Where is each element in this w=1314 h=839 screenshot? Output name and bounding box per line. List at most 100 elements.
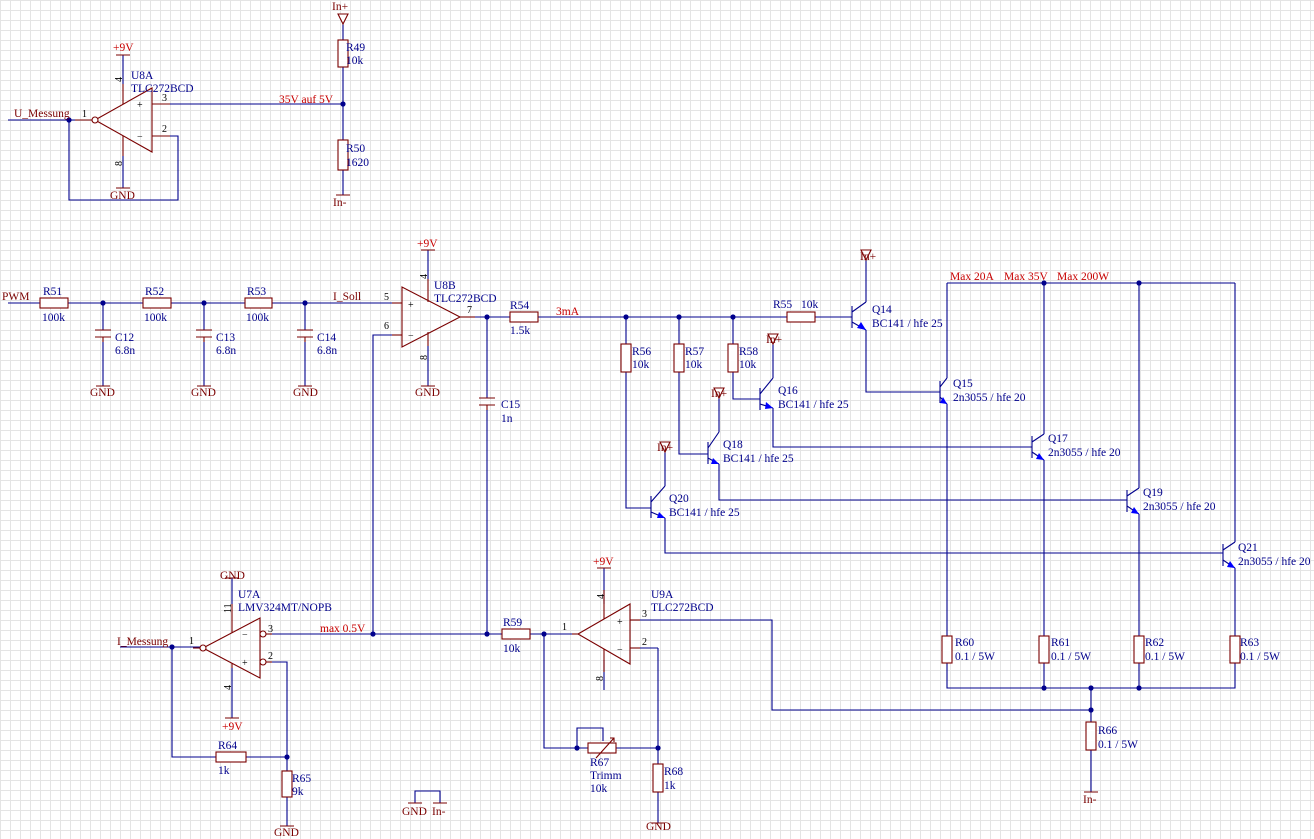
plus9v-label-u9a: +9V — [593, 556, 614, 568]
opamp-u8b: + − 5 6 7 4 8 U8B TLC272BCD — [384, 274, 497, 360]
inplus-label-q20: In+ — [657, 442, 673, 454]
inplus-label-q14: In+ — [860, 251, 876, 263]
net-max-20a: Max 20A — [950, 271, 994, 283]
r49-value: 10k — [346, 55, 364, 67]
q16-value: BC141 / hfe 25 — [778, 399, 849, 411]
r52-ref: R52 — [145, 286, 164, 298]
r60-ref: R60 — [955, 637, 974, 649]
q17-ref: Q17 — [1048, 433, 1068, 445]
resistor-labels: R49 10k R50 1620 R51 100k R52 100k R53 1… — [42, 42, 1280, 798]
q20-value: BC141 / hfe 25 — [669, 507, 740, 519]
transistor-q14 — [851, 301, 867, 331]
resistor-r65 — [281, 770, 293, 798]
gnd-label-u8a: GND — [110, 190, 135, 202]
u8a-pin3: 3 — [162, 93, 167, 104]
r66-ref: R66 — [1098, 725, 1117, 737]
resistor-r55 — [786, 311, 816, 323]
r62-ref: R62 — [1145, 637, 1164, 649]
r49-ref: R49 — [346, 42, 365, 54]
q16-ref: Q16 — [778, 385, 798, 397]
r67-ref: R67 — [590, 757, 609, 769]
u8a-pin4: 4 — [114, 77, 125, 82]
inminus-label-link: In- — [432, 806, 446, 818]
r64-value: 1k — [218, 765, 230, 777]
q21-value: 2n3055 / hfe 20 — [1238, 556, 1311, 568]
r53-value: 100k — [246, 312, 269, 324]
transistor-q19 — [1126, 487, 1140, 515]
u7a-pin11: 11 — [223, 603, 234, 613]
r65-value: 9k — [292, 786, 304, 798]
u7a-minus-sign: − — [242, 630, 248, 641]
u8b-pin4: 4 — [419, 274, 430, 279]
opamp-u9a: + − 1 3 2 4 8 U9A TLC272BCD — [562, 589, 714, 681]
inplus-q18 — [713, 387, 725, 400]
u8a-ref: U8A — [131, 70, 154, 82]
transistor-q20 — [650, 485, 666, 519]
net-pwm: PWM — [2, 291, 29, 303]
resistor-r61 — [1038, 635, 1050, 664]
transistor-q16 — [759, 377, 774, 410]
resistor-r57 — [673, 343, 685, 373]
u8a-plus-sign: + — [137, 100, 143, 111]
r55-value: 10k — [801, 299, 819, 311]
capacitor-c12 — [95, 329, 111, 338]
u8b-pin7: 7 — [467, 305, 472, 316]
resistor-r64 — [215, 751, 247, 763]
u8a-pin8: 8 — [114, 161, 125, 166]
gnd-label-link: GND — [402, 806, 427, 818]
wires — [8, 24, 1236, 826]
gnd-label-u8b: GND — [415, 387, 440, 399]
r51-value: 100k — [42, 312, 65, 324]
transistor-q17 — [1031, 433, 1045, 461]
q19-ref: Q19 — [1143, 487, 1163, 499]
net-3ma: 3mA — [556, 306, 580, 318]
inplus-q20 — [659, 441, 671, 454]
resistor-r49 — [337, 39, 349, 68]
resistor-r62 — [1133, 635, 1145, 664]
resistor-r50 — [337, 139, 349, 171]
u8a-pin2: 2 — [162, 124, 167, 135]
u9a-pin8: 8 — [595, 676, 606, 681]
r60-value: 0.1 / 5W — [955, 651, 995, 663]
u8b-pin8: 8 — [419, 355, 430, 360]
inplus-label-r49: In+ — [332, 1, 348, 13]
net-i-messung: I_Messung — [117, 636, 168, 648]
u8b-plus-sign: + — [408, 300, 414, 311]
u8b-pin5: 5 — [384, 292, 389, 303]
c12-ref: C12 — [115, 332, 134, 344]
r50-value: 1620 — [346, 157, 369, 169]
resistors — [39, 39, 1241, 798]
capacitor-c14 — [297, 329, 313, 338]
q17-value: 2n3055 / hfe 20 — [1048, 447, 1121, 459]
gnd-label-r68: GND — [646, 821, 671, 833]
r59-ref: R59 — [503, 617, 522, 629]
resistor-r68 — [652, 763, 664, 793]
u7a-pin3: 3 — [268, 624, 273, 635]
r62-value: 0.1 / 5W — [1145, 651, 1185, 663]
r51-ref: R51 — [43, 286, 62, 298]
r61-value: 0.1 / 5W — [1051, 651, 1091, 663]
r54-ref: R54 — [510, 300, 529, 312]
transistor-q15 — [939, 377, 948, 405]
net-u-messung: U_Messung — [14, 108, 70, 120]
r66-value: 0.1 / 5W — [1098, 739, 1138, 751]
r65-ref: R65 — [292, 773, 311, 785]
u7a-pin4: 4 — [223, 685, 234, 690]
power-symbols: In+ In+ In+ In+ In+ +9V +9V +9V +9V GND … — [90, 1, 1098, 839]
c13-value: 6.8n — [216, 345, 236, 357]
u9a-minus-sign: − — [617, 645, 623, 656]
r56-value: 10k — [632, 359, 650, 371]
u7a-pin2: 2 — [268, 651, 273, 662]
transistor-q21 — [1222, 541, 1236, 569]
q14-ref: Q14 — [872, 304, 892, 316]
plus9v-label-u8a: +9V — [113, 42, 134, 54]
u9a-ref: U9A — [651, 589, 674, 601]
u8b-value: TLC272BCD — [434, 293, 497, 305]
r67-value: Trimm — [590, 770, 622, 782]
plus9v-label-u8b: +9V — [417, 238, 438, 250]
resistor-r53 — [244, 297, 273, 309]
gnd-label-r65: GND — [274, 827, 299, 839]
c14-ref: C14 — [317, 332, 336, 344]
r63-ref: R63 — [1240, 637, 1259, 649]
